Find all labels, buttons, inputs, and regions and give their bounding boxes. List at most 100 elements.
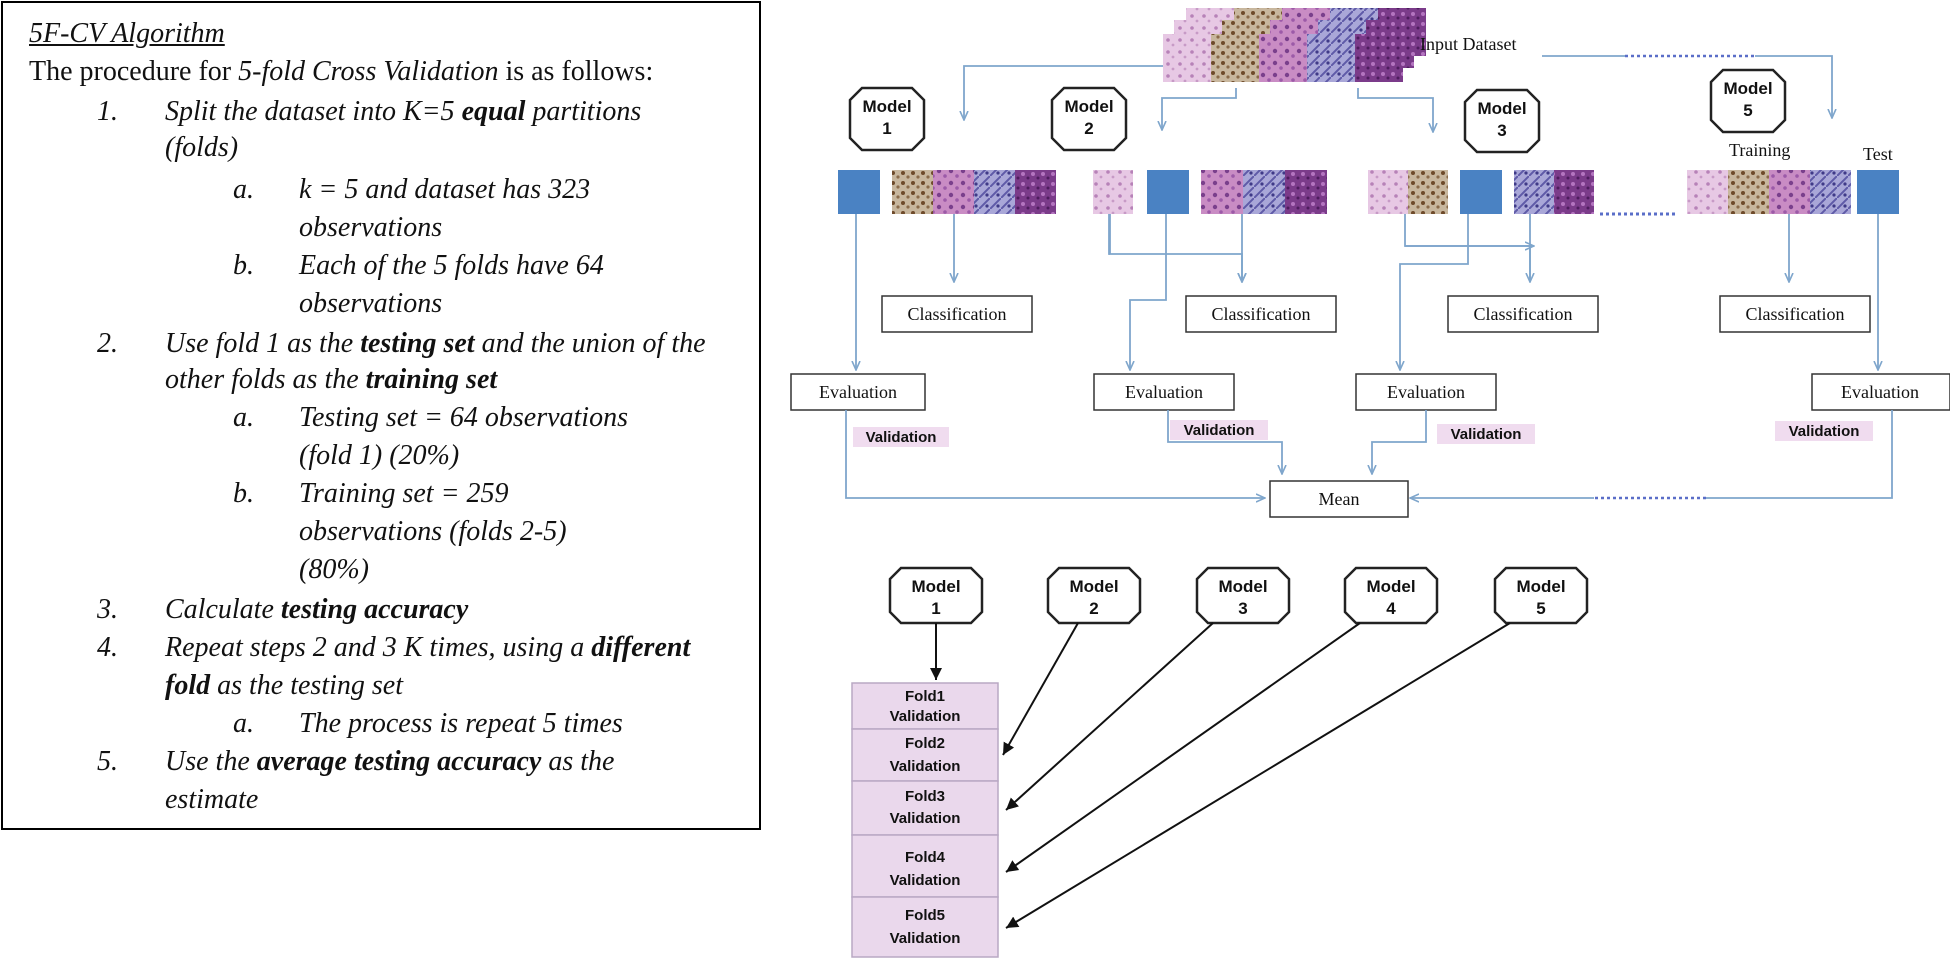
bottom-model-4-number: 4	[1386, 599, 1396, 618]
evaluation-box-3: Evaluation	[1355, 373, 1497, 411]
top-model-3: Model 3	[1463, 88, 1541, 154]
svg-text:Fold2: Fold2	[905, 735, 945, 752]
step-1b-number: b.	[233, 250, 254, 281]
step-5-line-1: Use the average testing accuracy as the	[165, 746, 615, 777]
top-model-2: Model 2	[1050, 86, 1128, 152]
model-5-fold-row	[1687, 170, 1899, 214]
svg-text:Validation: Validation	[1789, 423, 1860, 440]
bottom-model-1-number: 1	[931, 599, 940, 618]
svg-text:Mean: Mean	[1319, 489, 1360, 509]
svg-text:Classification: Classification	[1212, 304, 1311, 324]
step-2b-line-2: observations (folds 2-5)	[299, 516, 567, 547]
mean-input-arrows	[845, 410, 1893, 498]
svg-text:Validation: Validation	[1184, 422, 1255, 439]
svg-text:Model: Model	[862, 97, 911, 116]
input-dataset-label: Input Dataset	[1420, 34, 1516, 54]
step-1-line-2: (folds)	[165, 132, 239, 163]
arrow-model-2-fold-2	[1002, 622, 1079, 756]
mean-box: Mean	[1269, 480, 1409, 518]
step-2a-number: a.	[233, 402, 254, 433]
bottom-model-2: Model 2	[1046, 566, 1142, 625]
svg-text:Validation: Validation	[890, 810, 961, 827]
fold-1-cell: Fold1 Validation	[851, 682, 999, 730]
classification-box-5: Classification	[1719, 295, 1871, 333]
dataset-layer-front	[1163, 34, 1403, 82]
classification-box-2: Classification	[1185, 295, 1337, 333]
test-label: Test	[1863, 144, 1893, 164]
column-flow-arrows	[856, 214, 1878, 370]
step-2-line-1: Use fold 1 as the testing set and the un…	[165, 328, 706, 359]
svg-text:Classification: Classification	[908, 304, 1007, 324]
input-dataset-stack	[1163, 8, 1426, 82]
step-2-number: 2.	[97, 328, 118, 359]
top-model-5: Model 5	[1709, 68, 1787, 134]
model-2-fold-row	[1093, 170, 1327, 214]
bottom-model-4: Model 4	[1343, 566, 1439, 625]
validation-tag-3: Validation	[1437, 424, 1535, 444]
evaluation-box-5: Evaluation	[1811, 373, 1950, 411]
step-2-line-2: other folds as the training set	[165, 364, 498, 395]
svg-text:Fold1: Fold1	[905, 688, 945, 705]
fold-2-cell: Fold2 Validation	[851, 728, 999, 782]
svg-text:Classification: Classification	[1746, 304, 1845, 324]
top-model-1: Model 1	[848, 86, 926, 152]
classification-box-1: Classification	[881, 295, 1033, 333]
arrow-model-3-fold-3	[1005, 622, 1214, 811]
fold-validation-stack: Fold1 Validation Fold2 Validation Fold3 …	[851, 682, 999, 958]
svg-text:Fold5: Fold5	[905, 907, 945, 924]
step-1b-line-2: observations	[299, 288, 443, 319]
model-5-test-block	[1857, 170, 1899, 214]
step-4-line-1: Repeat steps 2 and 3 K times, using a di…	[165, 632, 691, 663]
svg-text:Model: Model	[911, 577, 960, 596]
step-4-line-2: fold as the testing set	[165, 670, 403, 701]
evaluation-box-1: Evaluation	[790, 373, 926, 411]
model-3-fold-row	[1368, 170, 1594, 214]
model-1-test-block	[838, 170, 880, 214]
bottom-model-1: Model 1	[888, 566, 984, 625]
svg-text:Fold3: Fold3	[905, 788, 945, 805]
step-2b-line-1: Training set = 259	[299, 478, 509, 509]
svg-text:Validation: Validation	[890, 758, 961, 775]
step-4a-number: a.	[233, 708, 254, 739]
step-4-number: 4.	[97, 632, 118, 663]
svg-text:Evaluation: Evaluation	[1841, 382, 1919, 402]
step-3-number: 3.	[97, 594, 118, 625]
model-2-test-block	[1147, 170, 1189, 214]
svg-text:Model: Model	[1069, 577, 1118, 596]
step-5-line-2: estimate	[165, 784, 259, 815]
algorithm-title: 5F-CV Algorithm	[29, 18, 225, 49]
step-1a-line-1: k = 5 and dataset has 323	[299, 174, 591, 205]
svg-text:Validation: Validation	[866, 429, 937, 446]
validation-tag-2: Validation	[1170, 420, 1268, 440]
step-2b-line-3: (80%)	[299, 554, 369, 585]
model-to-fold-arrows	[930, 622, 1511, 929]
arrow-model-5-fold-5	[1005, 622, 1511, 929]
svg-text:Classification: Classification	[1474, 304, 1573, 324]
svg-text:Model: Model	[1218, 577, 1267, 596]
step-1a-number: a.	[233, 174, 254, 205]
evaluation-box-2: Evaluation	[1093, 373, 1235, 411]
svg-text:Evaluation: Evaluation	[1387, 382, 1465, 402]
algorithm-intro: The procedure for 5-fold Cross Validatio…	[29, 56, 654, 87]
fold-4-cell: Fold4 Validation	[851, 834, 999, 898]
svg-text:Model: Model	[1723, 79, 1772, 98]
bottom-model-5: Model 5	[1493, 566, 1589, 625]
top-model-2-number: 2	[1084, 119, 1093, 138]
bottom-model-2-number: 2	[1089, 599, 1098, 618]
model-1-fold-row	[838, 170, 1056, 214]
arrow-model-4-fold-4	[1005, 622, 1361, 873]
model-3-test-block	[1460, 170, 1502, 214]
classification-box-3: Classification	[1447, 295, 1599, 333]
svg-text:Model: Model	[1516, 577, 1565, 596]
step-1a-line-2: observations	[299, 212, 443, 243]
top-model-1-number: 1	[882, 119, 891, 138]
svg-text:Model: Model	[1064, 97, 1113, 116]
bottom-model-5-number: 5	[1536, 599, 1545, 618]
step-1-line-1: Split the dataset into K=5 equal partiti…	[165, 96, 642, 127]
validation-tag-1: Validation	[853, 427, 949, 447]
step-2a-line-1: Testing set = 64 observations	[299, 402, 628, 433]
svg-text:Validation: Validation	[890, 872, 961, 889]
step-4a-line-1: The process is repeat 5 times	[299, 708, 623, 739]
algorithm-box: 5F-CV Algorithm The procedure for 5-fold…	[1, 1, 761, 830]
